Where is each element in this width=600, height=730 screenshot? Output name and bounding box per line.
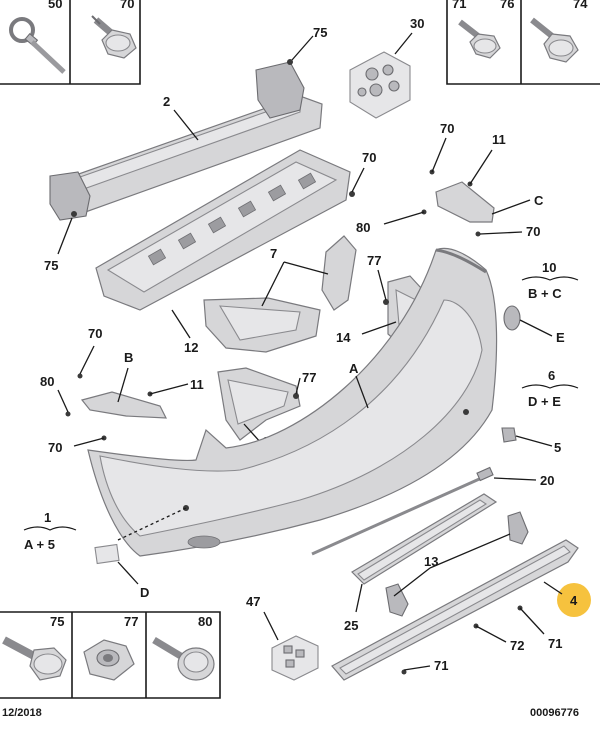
bolt-icon-75 (2, 636, 67, 681)
callout-11-B: 11 (190, 377, 204, 392)
callout-70-absorber: 70 (362, 150, 376, 165)
callout-80-B: 80 (40, 374, 54, 389)
callout-77-left: 77 (302, 370, 316, 385)
box-label-76: 76 (500, 0, 514, 11)
callout-E: E (556, 330, 565, 345)
callout-70-B-top: 70 (88, 326, 102, 341)
callout-75-left: 75 (44, 258, 58, 273)
nut-icon-77 (83, 639, 135, 681)
group-6-number: 6 (548, 368, 555, 383)
callout-C: C (534, 193, 544, 208)
box-label-80: 80 (198, 614, 212, 629)
screw-icon (91, 15, 137, 59)
callout-A: A (349, 361, 359, 376)
callout-70-B-bottom: 70 (48, 440, 62, 455)
group-1-number: 1 (44, 510, 51, 525)
callout-77-right: 77 (367, 253, 381, 268)
clip-kit-30: 30 (349, 16, 424, 119)
group-1-parts: A + 5 (24, 537, 55, 552)
callout-5: 5 (554, 440, 561, 455)
group-label-10: 10 B + C (521, 260, 579, 301)
callout-70-C-right: 70 (526, 224, 540, 239)
bracket-D: D (94, 507, 187, 600)
bumper-cover-A: A (87, 247, 498, 557)
fastener-box-top-left: 50 70 (0, 0, 141, 85)
screw-icon-74 (530, 17, 579, 63)
callout-75-top: 75 (313, 25, 327, 40)
callout-30: 30 (410, 16, 424, 31)
footer-reference: 00096776 (530, 707, 579, 719)
callout-12: 12 (184, 340, 198, 355)
side-bracket-14-left: 77 14 (217, 367, 316, 449)
clip-pack-47: 47 (246, 594, 319, 681)
bracket-7: 7 (203, 235, 357, 353)
group-10-number: 10 (542, 260, 556, 275)
callout-7: 7 (270, 246, 277, 261)
bracket-B: 70 B 80 11 70 (40, 326, 204, 455)
highlight-marker (557, 583, 591, 617)
callout-2: 2 (163, 94, 170, 109)
callout-20: 20 (540, 473, 554, 488)
fastener-box-bottom-left: 75 77 80 (0, 611, 221, 699)
screw-icon-80 (152, 636, 215, 681)
callout-47: 47 (246, 594, 260, 609)
callout-71-bottom: 71 (434, 658, 448, 673)
box-label-70: 70 (120, 0, 134, 11)
bracket-E: E (503, 305, 565, 345)
reinforcement-beam-2: 2 75 75 (44, 25, 327, 273)
group-label-6: 6 D + E (521, 368, 579, 409)
callout-25: 25 (344, 618, 358, 633)
lower-grille-25: 25 (344, 493, 498, 633)
cable-tie-icon (9, 17, 66, 74)
group-10-parts: B + C (528, 286, 562, 301)
screw-icon-71 (458, 19, 501, 59)
callout-13: 13 (424, 554, 438, 569)
group-6-parts: D + E (528, 394, 561, 409)
box-label-74: 74 (573, 0, 588, 11)
callout-71-right: 71 (548, 636, 562, 651)
callout-4: 4 (570, 593, 578, 608)
callout-14-right: 14 (336, 330, 351, 345)
fastener-box-top-right: 71 76 74 (446, 0, 600, 85)
callout-11-C: 11 (492, 132, 506, 147)
callout-D: D (140, 585, 149, 600)
callout-72: 72 (510, 638, 524, 653)
strip-20: 20 (311, 466, 554, 556)
diffuser-4: 13 72 71 71 4 (331, 511, 591, 681)
box-label-75: 75 (50, 614, 64, 629)
callout-70-C-top: 70 (440, 121, 454, 136)
box-label-77: 77 (124, 614, 138, 629)
box-label-50: 50 (48, 0, 62, 11)
callout-80-C: 80 (356, 220, 370, 235)
callout-B: B (124, 350, 133, 365)
group-label-1: 1 A + 5 (23, 510, 77, 552)
energy-absorber-12: 70 12 (95, 149, 376, 355)
clip-5: 5 (501, 427, 561, 455)
footer-date: 12/2018 (2, 707, 42, 719)
box-label-71: 71 (452, 0, 466, 11)
bracket-C: 70 11 80 C 70 (356, 121, 544, 239)
